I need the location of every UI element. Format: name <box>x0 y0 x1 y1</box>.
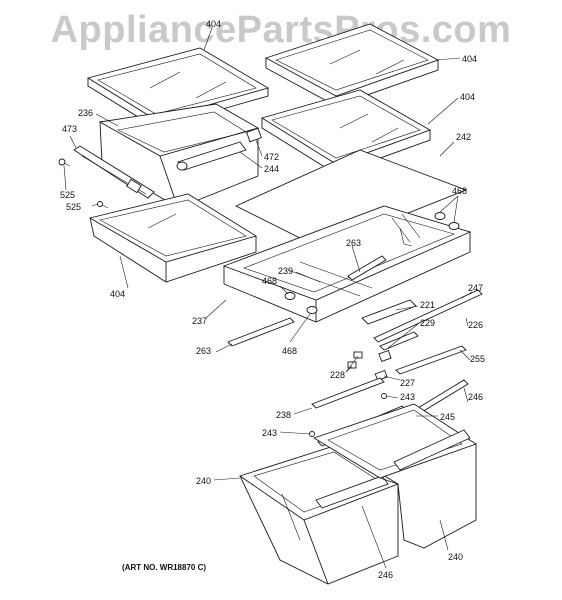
callout-240: 240 <box>196 476 211 486</box>
slide-assembly <box>347 299 419 382</box>
callout-227: 227 <box>400 378 415 388</box>
callout-244: 244 <box>264 164 279 174</box>
callout-238: 238 <box>276 410 291 420</box>
callout-472: 472 <box>264 152 279 162</box>
crisper-cover-frame <box>222 205 472 323</box>
long-rails <box>373 289 483 375</box>
callout-404: 404 <box>462 54 477 64</box>
callout-468: 468 <box>262 276 277 286</box>
callout-236: 236 <box>78 108 93 118</box>
callout-263: 263 <box>346 238 361 248</box>
crisper-pan-right <box>312 403 478 549</box>
shelf-middle-right <box>260 89 432 175</box>
callout-468: 468 <box>452 186 467 196</box>
callout-404: 404 <box>460 92 475 102</box>
callout-468: 468 <box>282 346 297 356</box>
shelf-lower-left <box>88 193 258 283</box>
callout-237: 237 <box>192 316 207 326</box>
callout-525: 525 <box>60 190 75 200</box>
callout-245: 245 <box>440 412 455 422</box>
callout-228: 228 <box>330 370 345 380</box>
callout-525: 525 <box>66 202 81 212</box>
art-number: (ART NO. WR18870 C) <box>122 563 207 572</box>
callout-473: 473 <box>62 124 77 134</box>
glass-panel <box>234 149 468 249</box>
side-rail <box>58 145 155 209</box>
callout-255: 255 <box>470 354 485 364</box>
drawer <box>98 103 262 209</box>
callout-243: 243 <box>262 428 277 438</box>
callout-labels: 404 404 404 404 236 473 472 244 242 525 … <box>60 19 485 580</box>
leader-lines <box>63 27 473 569</box>
callout-263: 263 <box>196 346 211 356</box>
callout-242: 242 <box>456 132 471 142</box>
callout-404: 404 <box>206 19 221 29</box>
callout-221: 221 <box>420 300 435 310</box>
callout-226: 226 <box>468 320 483 330</box>
callout-247: 247 <box>468 283 483 293</box>
callout-246: 246 <box>378 570 393 580</box>
shelf-top-left <box>86 47 270 129</box>
callout-246: 246 <box>468 392 483 402</box>
callout-239: 239 <box>278 266 293 276</box>
callout-229: 229 <box>420 318 435 328</box>
callout-404: 404 <box>110 289 125 299</box>
rail-left <box>227 317 295 347</box>
watermark: AppliancePartsPros.com <box>50 9 512 51</box>
callout-243: 243 <box>400 392 415 402</box>
callout-240: 240 <box>448 552 463 562</box>
